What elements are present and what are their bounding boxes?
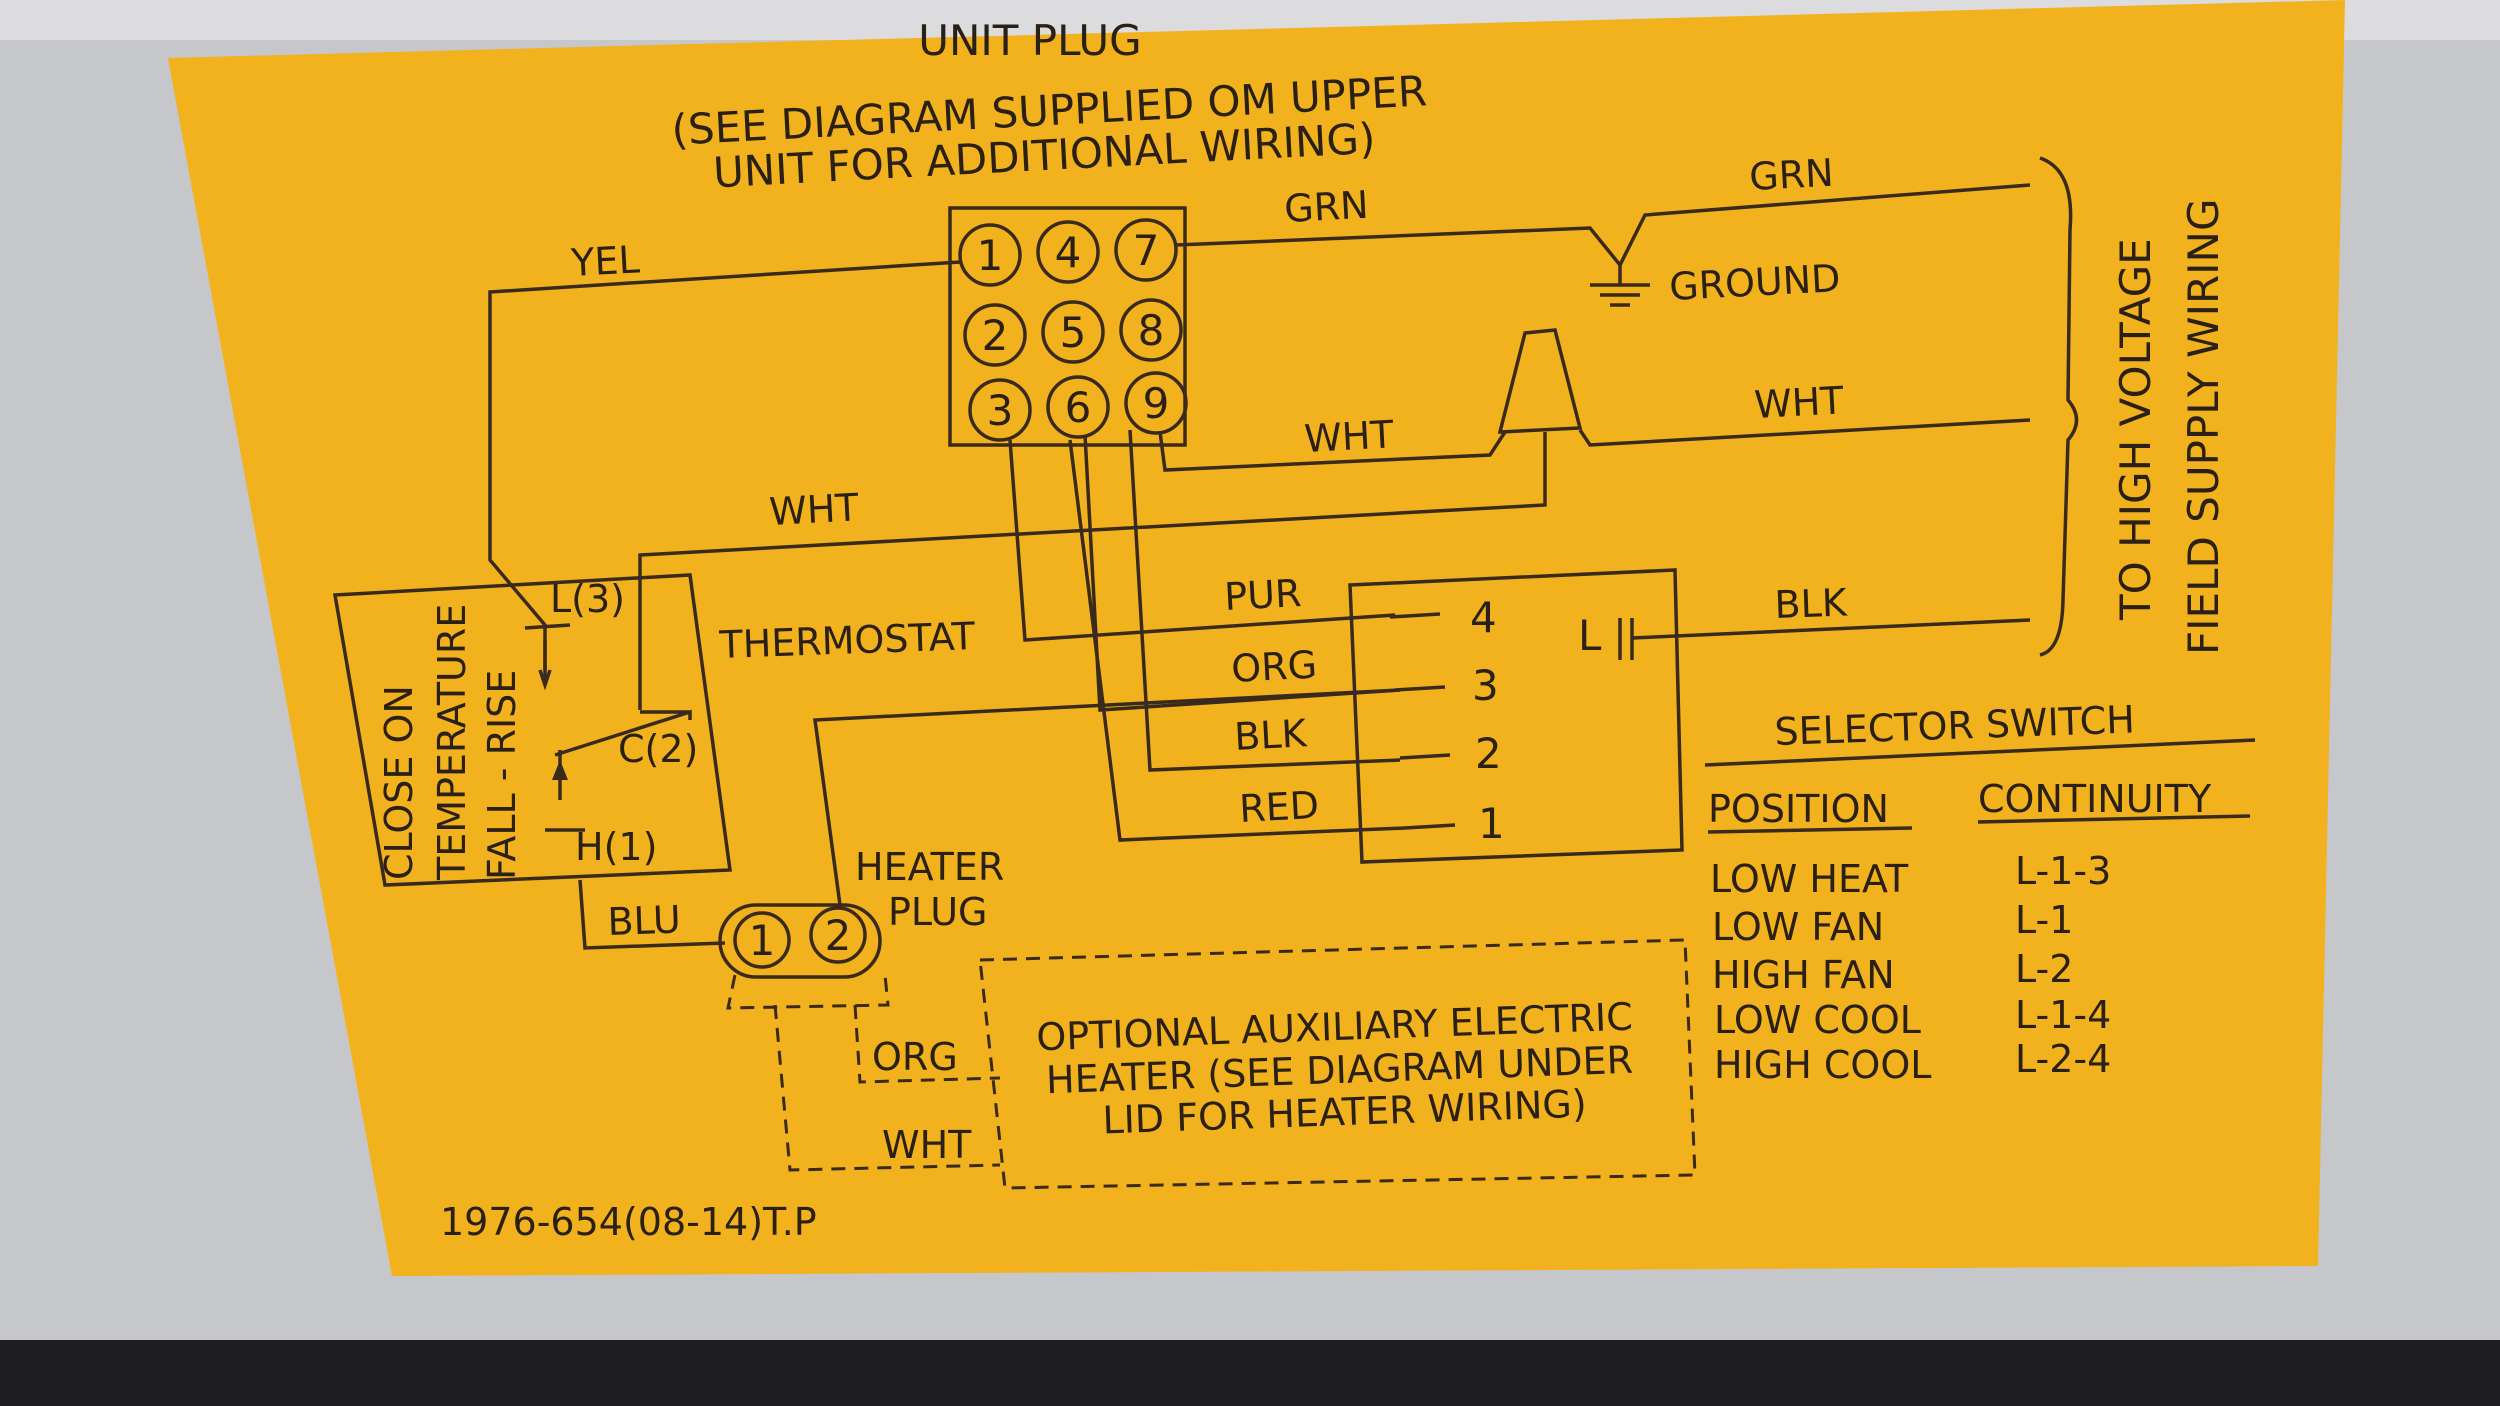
blu-wire-label: BLU — [607, 897, 682, 944]
thermostat-c-terminal: C(2) — [618, 727, 698, 771]
wht-left-label: WHT — [768, 485, 860, 534]
grn-right-label: GRN — [1748, 151, 1834, 199]
heater-plug-pin-circle — [809, 906, 867, 964]
heater-plug-label-1: HEATER — [855, 845, 1004, 889]
wht-wire-thermostat — [638, 432, 1547, 710]
unit-plug-pin: 4 — [1055, 228, 1082, 277]
wht-aux-label: WHT — [882, 1123, 972, 1167]
blu-wire — [578, 879, 726, 950]
wiring-label-sheet — [168, 0, 2345, 1276]
unit-plug-pin: 5 — [1060, 308, 1087, 357]
heater-plug-pin-circle — [733, 911, 791, 969]
table-row-continuity: L-1 — [2015, 898, 2073, 942]
unit-plug-pin: 6 — [1065, 383, 1092, 432]
table-row-position: LOW HEAT — [1710, 857, 1909, 901]
wht-mid-label: WHT — [1303, 412, 1395, 461]
unit-plug-pins: 1 4 7 2 5 8 3 6 9 — [958, 218, 1188, 442]
continuity-header: CONTINUITY — [1978, 777, 2212, 821]
table-row-continuity: L-1-4 — [2015, 993, 2111, 1037]
unit-plug-pin: 1 — [977, 231, 1004, 280]
pur-wire-label: PUR — [1223, 571, 1302, 619]
unit-plug-box — [948, 206, 1187, 447]
table-row-position: LOW FAN — [1712, 905, 1884, 949]
table-row-position: LOW COOL — [1714, 998, 1921, 1042]
unit-plug-pin: 2 — [982, 311, 1009, 360]
thermostat-h-terminal: H(1) — [575, 825, 657, 869]
unit-plug-pin: 8 — [1138, 306, 1165, 355]
grn-wire-label: GRN — [1283, 183, 1369, 231]
switch-terminal-4: 4 — [1470, 593, 1497, 642]
switch-terminal-2: 2 — [1475, 729, 1502, 778]
table-row-position: HIGH COOL — [1714, 1043, 1931, 1087]
heater-plug-label-2: PLUG — [888, 890, 987, 934]
switch-terminal-1: 1 — [1478, 799, 1505, 848]
selector-switch-box — [1348, 568, 1684, 864]
heater-plug-pin: 2 — [825, 911, 852, 960]
org-aux-label: ORG — [872, 1035, 958, 1079]
wht-wire-plug — [1158, 431, 1507, 472]
part-number: 1976-654(08-14)T.P — [440, 1200, 817, 1244]
red-wire-label: RED — [1238, 783, 1320, 831]
switch-l-contact — [1618, 618, 1634, 660]
org-pin-wire — [1128, 429, 1401, 772]
blk-right-label: BLK — [1774, 580, 1849, 627]
table-row-position: HIGH FAN — [1712, 953, 1895, 997]
thermostat-side-line-1: CLOSE ON — [377, 685, 421, 880]
switch-terminal-contacts — [1389, 612, 1456, 830]
unit-plug-pin: 9 — [1143, 379, 1170, 428]
thermostat-box — [332, 573, 732, 887]
wire-nut-icon — [1497, 328, 1583, 434]
blk-field-wire — [1631, 618, 2031, 640]
thermostat-side-line-3: FALL - RISE — [480, 670, 524, 880]
high-voltage-line-2: FIELD SUPPLY WIRING — [2179, 198, 2228, 655]
ground-label: GROUND — [1668, 256, 1841, 309]
blk-switch-wire-label: BLK — [1233, 711, 1308, 759]
switch-terminal-3: 3 — [1472, 661, 1499, 710]
wht-right-label: WHT — [1753, 378, 1845, 427]
pur-wire — [1008, 439, 1396, 642]
thermostat-label: THERMOSTAT — [718, 614, 977, 667]
high-voltage-line-1: TO HIGH VOLTAGE — [2111, 238, 2160, 621]
heater-plug-pin: 1 — [749, 916, 776, 965]
heater-plug-dashed-outline — [726, 974, 890, 1010]
ground-symbol — [1590, 265, 1650, 307]
unit-plug-pin: 7 — [1133, 226, 1160, 275]
heater-plug-box — [718, 903, 882, 979]
position-header: POSITION — [1708, 787, 1889, 831]
unit-plug-pin: 3 — [987, 386, 1014, 435]
org-aux-wire — [853, 1004, 1001, 1084]
wht-aux-wire — [773, 1004, 1001, 1172]
table-row-continuity: L-2 — [2015, 947, 2073, 991]
thermostat-side-line-2: TEMPERATURE — [430, 604, 474, 881]
aux-heater-box — [978, 938, 1697, 1190]
switch-l-terminal: L — [1578, 611, 1602, 660]
bottom-shadow — [0, 1340, 2500, 1406]
table-row-continuity: L-1-3 — [2015, 849, 2111, 893]
org-wire-label: ORG — [1230, 643, 1318, 691]
field-supply-bracket — [2039, 156, 2079, 657]
org-heater-wire — [813, 688, 1401, 906]
table-row-continuity: L-2-4 — [2015, 1037, 2111, 1081]
red-wire — [1068, 439, 1406, 842]
yel-wire-label: YEL — [569, 237, 641, 285]
thermostat-l-terminal: L(3) — [550, 577, 625, 621]
thermostat-contacts — [524, 623, 692, 832]
title-line-1: UNIT PLUG — [918, 16, 1141, 65]
wht-wire-field — [1578, 418, 2031, 447]
